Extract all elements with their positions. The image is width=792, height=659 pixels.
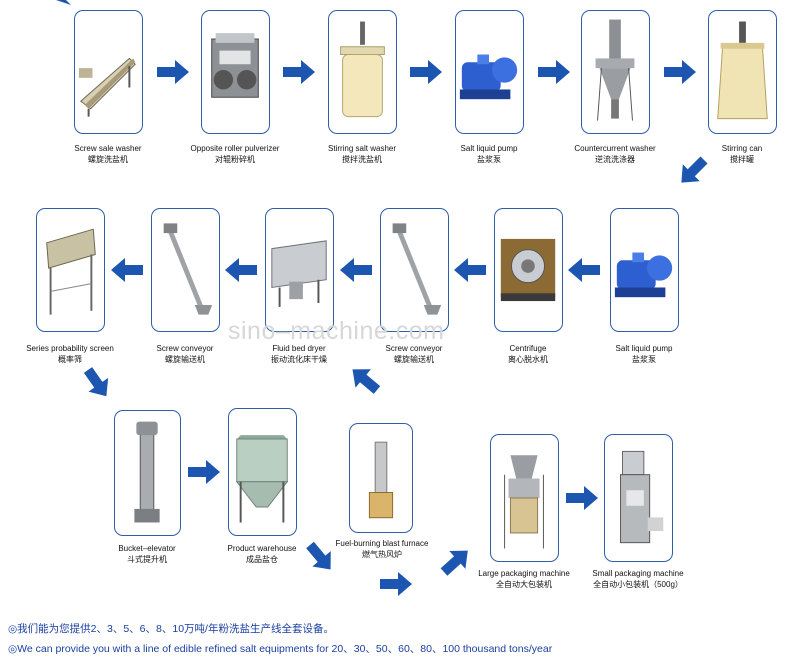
- screw-conveyor-1-card: [380, 208, 449, 332]
- fluid-bed-dryer-card: [265, 208, 334, 332]
- salt-liquid-pump-2-card: [610, 208, 679, 332]
- pump-icon: [459, 54, 518, 100]
- arrow-r2-2: [454, 258, 486, 282]
- large-packaging-card: [490, 434, 559, 562]
- arrow-r1-4: [538, 60, 570, 84]
- centrifuge-card: [494, 208, 563, 332]
- salt-liquid-pump-1-card: [455, 10, 524, 134]
- screw-conveyor-icon: [163, 223, 213, 315]
- countercurrent-washer-card: [581, 10, 650, 134]
- pump-icon: [614, 252, 673, 298]
- screw-conveyor-2-card: [151, 208, 220, 332]
- silo-icon: [235, 435, 289, 523]
- series-probability-screen-card: [36, 208, 105, 332]
- stirring-tank-icon: [340, 21, 385, 118]
- large-packer-icon: [504, 455, 544, 549]
- arrow-r2-3: [340, 258, 372, 282]
- screen-icon: [46, 228, 96, 315]
- screw-salt-washer-card: [74, 10, 143, 134]
- screw-washer-icon: [78, 57, 136, 117]
- watermark: sino–machine.com: [228, 317, 445, 345]
- arrow-r2-5: [111, 258, 143, 282]
- arrow-up-left-furnace: [344, 360, 385, 400]
- arrow-r3-4: [566, 486, 598, 510]
- arrow-r3-2: [300, 537, 340, 578]
- screw-conveyor-icon: [392, 223, 442, 315]
- product-warehouse-card: [228, 408, 297, 536]
- arrow-r1-3: [410, 60, 442, 84]
- bucket-elevator-card: [114, 410, 181, 536]
- arrow-r3-1: [188, 460, 220, 484]
- arrow-r2-1: [568, 258, 600, 282]
- small-packaging-card: [604, 434, 673, 562]
- blast-furnace-card: [349, 423, 413, 533]
- stirring-can-card: [708, 10, 777, 134]
- roller-pulverizer-icon: [211, 33, 259, 98]
- note-english: ◎We can provide you with a line of edibl…: [8, 643, 553, 655]
- furnace-icon: [368, 441, 394, 519]
- opposite-roller-pulverizer-card: [201, 10, 270, 134]
- arrow-r2-4: [225, 258, 257, 282]
- arrow-r1-5: [664, 60, 696, 84]
- dryer-icon: [271, 240, 327, 307]
- arrow-r1-2: [283, 60, 315, 84]
- cyclone-washer-icon: [595, 19, 635, 121]
- elevator-icon: [134, 421, 160, 523]
- stirring-can-icon: [717, 21, 768, 120]
- arrow-down-left-1: [672, 151, 713, 192]
- arrow-r3-3: [380, 572, 412, 596]
- centrifuge-icon: [500, 238, 556, 302]
- arrow-r1-1: [157, 60, 189, 84]
- arrow-incoming: [56, 0, 71, 5]
- stirring-salt-washer-card: [328, 10, 397, 134]
- note-chinese: ◎我们能为您提供2、3、5、6、8、10万吨/年粉洗盐生产线全套设备。: [8, 623, 334, 635]
- arrow-up-right: [435, 541, 476, 581]
- arrow-down-right: [78, 363, 117, 404]
- small-packer-icon: [620, 450, 664, 544]
